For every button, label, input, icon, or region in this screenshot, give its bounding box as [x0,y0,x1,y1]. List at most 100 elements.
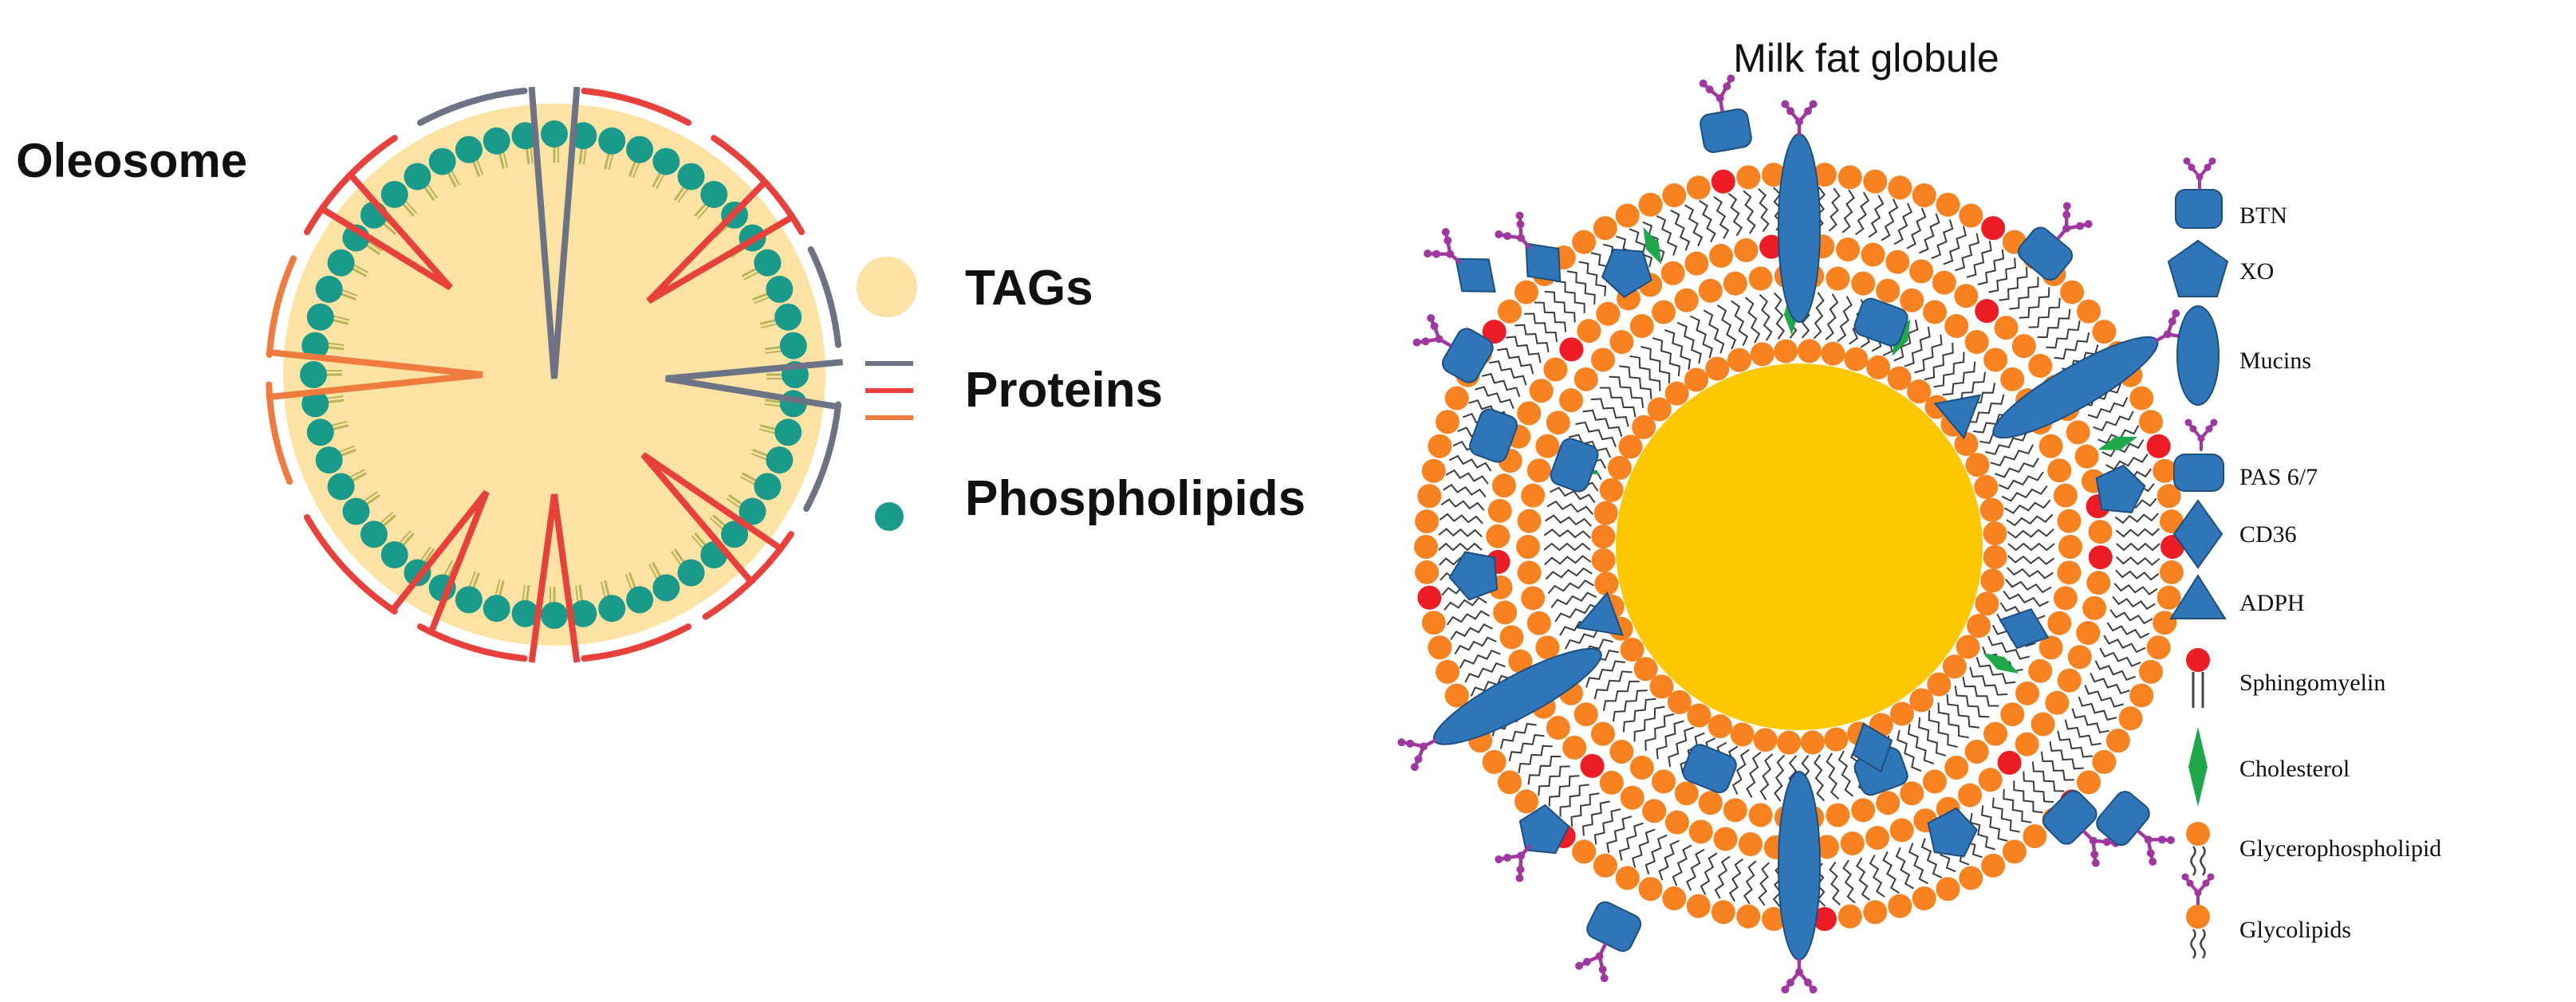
glycerophospholipid-head [1664,381,1689,406]
glycerophospholipid-head [1664,810,1689,835]
glycerophospholipid-head [1797,339,1822,363]
glycerophospholipid-head [1936,877,1960,902]
sphingomyelin-head [1981,216,2006,241]
glycerophospholipid-head [1546,411,1570,435]
glycerophospholipid-head [1923,769,1947,794]
phospholipid-head [652,147,680,175]
glycerophospholipid-head [1958,783,1983,807]
glycerophospholipid-head [1436,659,1460,684]
phospholipid-head [301,332,329,360]
glycerophospholipid-head [1674,781,1699,806]
glycerophospholipid-head [1887,366,1912,391]
phospholipid-head [455,586,483,614]
phospholipid-head [754,249,782,277]
glycerophospholipid-head [1888,175,1912,200]
glycerophospholipid-head [1546,716,1570,741]
glycerophospholipid-head [1684,251,1709,276]
glycerophospholipid-head [1885,250,1910,274]
mucin-protein [1778,771,1821,994]
phospholipid-head [541,120,568,147]
glycerophospholipid-head [2092,749,2117,774]
protein-coat-segment [807,246,842,348]
glycerophospholipid-head [1543,357,1568,382]
glycerophospholipid-head [1736,165,1761,190]
cd36-protein [1852,722,1893,773]
glycerophospholipid-head [1698,791,1723,815]
sphingomyelin-head [1580,753,1605,778]
glycerophospholipid-head [1983,721,2008,746]
glycerophospholipid-head [1562,735,1587,760]
glycerophospholipid-head [1753,728,1778,752]
protein-coat-segment [266,381,293,485]
glycerophospholipid-head [1436,410,1460,434]
glycerophospholipid-head [1774,339,1798,363]
phospholipid-head [626,586,654,614]
glycerophospholipid-head [1428,434,1452,458]
glycerophospholipid-head [1521,586,1546,611]
glycerophospholipid-head [1736,904,1761,929]
phospholipid-head [677,163,705,191]
glycerophospholipid-head [2157,585,2181,610]
protein-coat-segment [303,514,398,615]
phospholipid-head [306,418,334,446]
glycerophospholipid-head [2057,509,2082,533]
phospholipid-head [779,332,807,360]
adph-legend-label: ADPH [2239,590,2305,616]
glycerophospholipid-head [1762,906,1786,931]
phospholipid-head [511,599,539,627]
mucins-legend-label: Mucins [2239,348,2311,374]
glycerophospholipid-head [1959,866,1983,890]
phospholipid-head [380,541,408,569]
glycerophospholipid-head [1954,284,1979,308]
cholesterol-mark [1983,653,2019,674]
glycerophospholipid-head [1497,299,1522,324]
phospholipid-head [301,390,329,418]
glycerophospholipid-legend-icon [2186,822,2210,876]
protein-spike [388,489,490,637]
glycerophospholipid-head [1444,683,1469,708]
btn-protein [1682,744,1737,794]
glycerophospholipid-head [2153,611,2177,635]
pas67-legend-icon [2173,418,2224,492]
glycerophospholipid-head [1491,473,1516,498]
glycerophospholipid-head [2038,635,2063,660]
cholesterol-mark [2097,436,2138,450]
cd36-protein [1424,228,1496,293]
glycerophospholipid-head [2047,458,2072,483]
xo-legend-label: XO [2239,258,2274,285]
glycerophospholipid-head [1574,702,1598,727]
glycerophospholipid-head [1642,799,1667,823]
glycerophospholipid-head [1620,785,1644,810]
glycerophospholipid-head [1662,183,1687,208]
glycerophospholipid-head [2028,353,2053,378]
phospholipid-head [306,303,334,331]
phospholipid-head [700,180,728,208]
protein-spike [640,452,786,587]
cd36-protein [1999,607,2050,650]
glycerophospholipid-head [1517,509,1542,533]
glycerophospholipid-head [1907,379,1932,404]
glycerophospholipid-head [1428,635,1452,660]
mfg-title: Milk fat globule [1733,36,1999,81]
glycerophospholipid-head [1632,415,1656,439]
btn-protein [2096,791,2175,866]
glycerophospholipid-head [1980,568,2005,593]
glycerophospholipid-head [1932,270,1956,295]
glycerophospholipid-head [1516,535,1540,559]
glycerophospholipid-head [1954,432,1979,457]
glycerophospholipid-head [1674,288,1699,312]
glycerophospholipid-head [1923,300,1947,324]
xo-protein [1495,804,1570,882]
btn-protein [2042,790,2120,867]
phospholipid-head [652,574,680,602]
glycerophospholipid-head [1983,521,2007,546]
sphingomyelin-head [1812,906,1837,931]
fat-core [1616,363,1983,730]
glycerophospholipid-head [1912,886,1936,910]
glycerophospholipid-head [2105,729,2130,753]
glycerophospholipid-head [1698,278,1723,303]
glycerophospholipid-head [1620,637,1644,662]
glycerophospholipid-head [1734,238,1759,262]
glycerophospholipid-head [1730,722,1755,747]
protein-spike [528,86,581,379]
